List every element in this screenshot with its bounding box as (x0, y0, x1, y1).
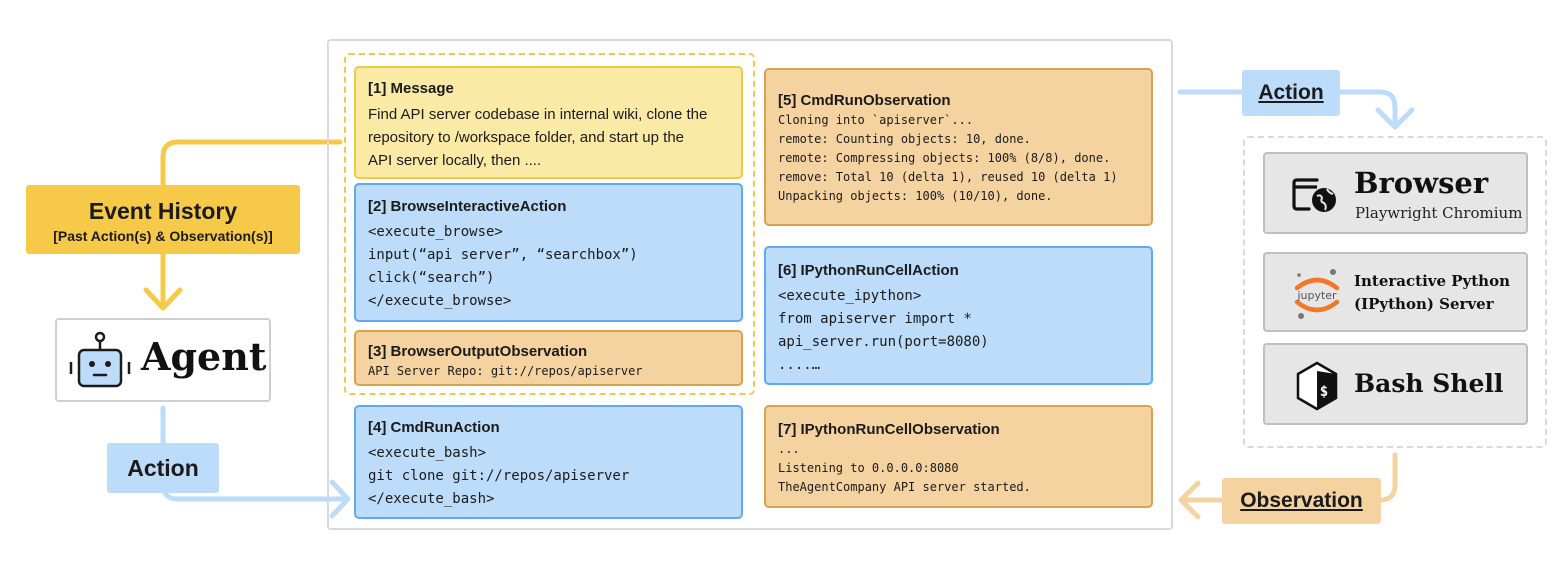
event-message: [1] Message Find API server codebase in … (354, 66, 743, 179)
action-right-text: Action (1258, 81, 1324, 104)
event-browse-action: [2] BrowseInteractiveAction <execute_bro… (354, 183, 743, 322)
event-title: [3] BrowserOutputObservation (368, 343, 588, 360)
event-browser-observation: [3] BrowserOutputObservation API Server … (354, 330, 743, 386)
ipython-name-line2: (IPython) Server (1354, 295, 1494, 313)
history-arrow (143, 139, 343, 311)
tools-frame (1243, 136, 1547, 448)
event-history-box: Event History [Past Action(s) & Observat… (26, 185, 300, 254)
event-line: ... (778, 442, 800, 456)
event-line: <execute_browse> (368, 224, 503, 240)
event-line: remote: Counting objects: 10, done. (778, 132, 1031, 146)
event-line: remove: Total 10 (delta 1), reused 10 (d… (778, 170, 1118, 184)
jupyter-icon: jupyter (1294, 269, 1340, 319)
event-line: from apiserver import * (778, 311, 972, 327)
agent-box: Agent (55, 318, 271, 402)
event-line: ....… (778, 357, 821, 373)
browser-icon (1292, 178, 1336, 212)
event-line: Cloning into `apiserver`... (778, 113, 974, 127)
event-line: remote: Compressing objects: 100% (8/8),… (778, 151, 1111, 165)
bash-icon: $ (1296, 361, 1338, 411)
event-line: repository to /workspace folder, and sta… (368, 129, 685, 146)
event-line: Find API server codebase in internal wik… (368, 106, 708, 123)
browser-sub: Playwright Chromium (1355, 204, 1523, 222)
event-line: TheAgentCompany API server started. (778, 480, 1031, 494)
event-line: Listening to 0.0.0.0:8080 (778, 461, 959, 475)
event-line: </execute_bash> (368, 491, 495, 507)
tool-ipython: jupyter Interactive Python (IPython) Ser… (1263, 252, 1528, 332)
event-title: [5] CmdRunObservation (778, 92, 951, 109)
event-ipython-observation: [7] IPythonRunCellObservation ... Listen… (764, 405, 1153, 508)
event-line: <execute_bash> (368, 445, 487, 461)
event-line: <execute_ipython> (778, 288, 922, 304)
observation-text: Observation (1240, 489, 1363, 512)
event-title: [6] IPythonRunCellAction (778, 262, 959, 279)
event-cmd-action: [4] CmdRunAction <execute_bash> git clon… (354, 405, 743, 519)
event-line: Unpacking objects: 100% (10/10), done. (778, 189, 1053, 203)
event-ipython-action: [6] IPythonRunCellAction <execute_ipytho… (764, 246, 1153, 385)
browser-name: Browser (1354, 166, 1489, 200)
event-history-title: Event History (88, 198, 238, 224)
ipython-name-line1: Interactive Python (1354, 272, 1510, 290)
event-line: </execute_browse> (368, 293, 512, 309)
tool-bash: $ Bash Shell (1263, 343, 1528, 425)
workspace-frame (327, 39, 1173, 530)
event-line: click(“search”) (368, 270, 495, 286)
event-line: input(“api server”, “searchbox”) (368, 247, 638, 263)
event-line: API Server Repo: git://repos/apiserver (368, 364, 643, 378)
jupyter-logo-text: jupyter (1296, 289, 1337, 302)
event-title: [2] BrowseInteractiveAction (368, 198, 567, 215)
action-right-label: Action (1242, 70, 1340, 116)
action-left-label: Action (107, 443, 219, 493)
tool-browser: Browser Playwright Chromium (1263, 152, 1528, 234)
event-history-group (344, 53, 755, 395)
event-line: git clone git://repos/apiserver (368, 468, 630, 484)
event-line: api_server.run(port=8080) (778, 334, 989, 350)
event-title: [1] Message (368, 80, 454, 97)
agent-label: Agent (141, 334, 267, 379)
event-title: [4] CmdRunAction (368, 419, 500, 436)
event-title: [7] IPythonRunCellObservation (778, 421, 1000, 438)
svg-text:$: $ (1320, 384, 1328, 400)
event-line: API server locally, then .... (368, 152, 542, 169)
robot-icon (69, 331, 131, 388)
event-history-subtitle: [Past Action(s) & Observation(s)] (53, 228, 273, 244)
event-cmd-observation: [5] CmdRunObservation Cloning into `apis… (764, 68, 1153, 226)
observation-label: Observation (1222, 478, 1381, 524)
bash-name: Bash Shell (1354, 369, 1504, 398)
action-right-arrow (1177, 89, 1415, 130)
